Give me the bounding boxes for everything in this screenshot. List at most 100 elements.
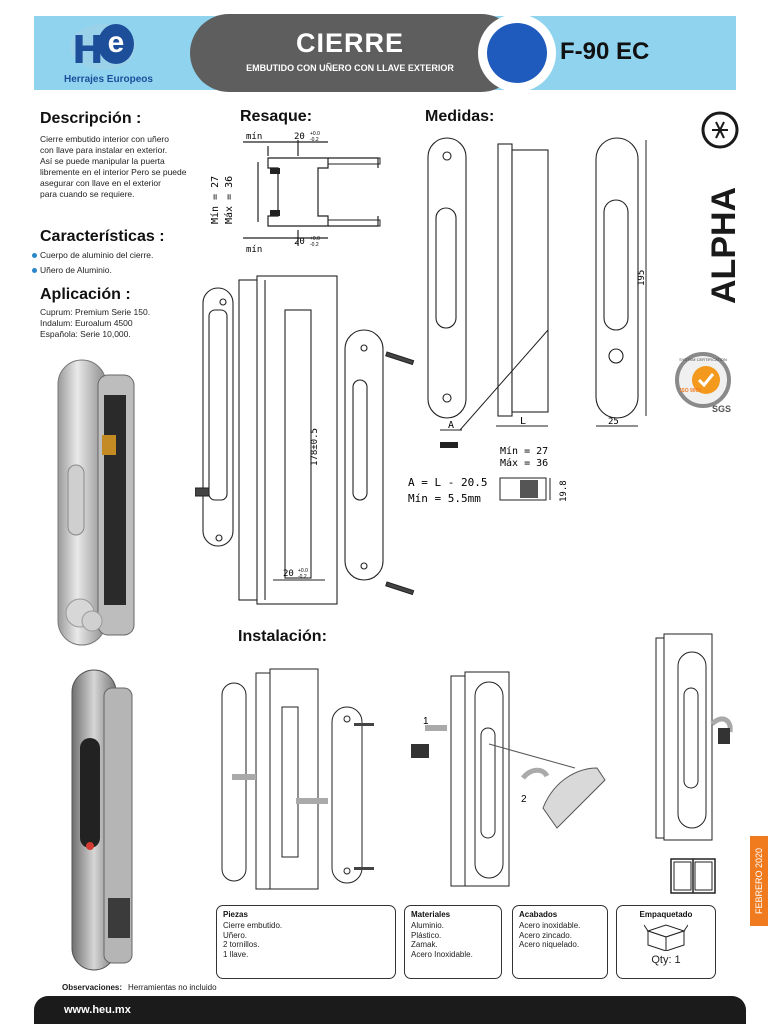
installation-step-key-drawing: 1 2 bbox=[411, 671, 606, 887]
caracteristica-text: Uñero de Aluminio. bbox=[40, 265, 112, 275]
piezas-box: Piezas Cierre embutido. Uñero. 2 tornill… bbox=[216, 905, 396, 979]
descripcion-line: Cierre embutido interior con uñero bbox=[40, 134, 169, 144]
medidas-min-27: Mín = 27 bbox=[500, 445, 548, 457]
resaque-tol-plus-top: +0.0 bbox=[310, 131, 320, 137]
medidas-dim-195: 195 bbox=[637, 270, 647, 286]
resaque-tol-plus-bottom: +0.0 bbox=[310, 236, 320, 242]
caracteristica-text: Cuerpo de aluminio del cierre. bbox=[40, 250, 154, 260]
acabados-line: Acero zincado. bbox=[519, 930, 572, 940]
header: H e Herrajes Europeos CIERRE EMBUTIDO CO… bbox=[0, 0, 768, 100]
resaque-dim-top: 20 bbox=[294, 132, 305, 142]
installation-step-final-drawing bbox=[655, 633, 733, 841]
piezas-line: Uñero. bbox=[223, 930, 248, 940]
descripcion-text: Cierre embutido interior con uñero con l… bbox=[40, 134, 186, 200]
piezas-title: Piezas bbox=[223, 910, 248, 919]
observaciones-text: Herramientas no incluido bbox=[128, 983, 217, 992]
aplicacion-line: Española: Serie 10,000. bbox=[40, 329, 131, 339]
descripcion-line: para cuando se requiere. bbox=[40, 189, 135, 199]
descripcion-line: libremente en el interior Pero se puede bbox=[40, 167, 187, 177]
sgs-certification-seal: SYSTEM CERTIFICATION ISO 9001 SGS bbox=[675, 352, 731, 414]
company-logo: H e Herrajes Europeos bbox=[44, 16, 162, 90]
piezas-line: 1 llave. bbox=[223, 949, 249, 959]
acabados-box: Acabados Acero inoxidable. Acero zincado… bbox=[512, 905, 608, 979]
resaque-dim-bottom: 20 bbox=[294, 237, 305, 247]
exploded-assembly-drawing: 20 +0.0 -0.2 178±0.5 bbox=[195, 275, 415, 605]
bullet-dot bbox=[32, 253, 37, 259]
logo-e-badge: e bbox=[98, 24, 134, 64]
assembly-tol-minus: -0.2 bbox=[298, 574, 307, 580]
date-tab bbox=[750, 836, 768, 926]
medidas-formula: A = L - 20.5 bbox=[408, 476, 487, 489]
acabados-line: Acero niquelado. bbox=[519, 940, 580, 949]
resaque-min-bottom: mín bbox=[246, 245, 262, 255]
materiales-line: Acero Inoxidable. bbox=[411, 949, 473, 959]
medidas-min-55: Mín = 5.5mm bbox=[408, 492, 481, 505]
installation-step-mount-drawing bbox=[221, 668, 374, 890]
assembly-dim-20: 20 bbox=[283, 569, 294, 579]
product-photo-closed bbox=[71, 669, 133, 971]
piezas-line: Cierre embutido. bbox=[223, 921, 283, 930]
resaque-min-27: Mín = 27 bbox=[209, 176, 221, 224]
materiales-box: Materiales Aluminio. Plástico. Zamak. Ac… bbox=[404, 905, 502, 979]
footer-bar bbox=[34, 996, 746, 1024]
caracteristica-item: Uñero de Aluminio. bbox=[32, 265, 112, 275]
resaque-max-36: Máx = 36 bbox=[223, 176, 235, 224]
acabados-title: Acabados bbox=[519, 910, 558, 919]
medidas-max-36: Máx = 36 bbox=[500, 457, 548, 469]
page-subtitle: EMBUTIDO CON UÑERO CON LLAVE EXTERIOR bbox=[246, 63, 454, 73]
assembly-dim-178: 178±0.5 bbox=[310, 428, 320, 466]
installation-step-1-label: 1 bbox=[423, 716, 429, 727]
caracteristica-item: Cuerpo de aluminio del cierre. bbox=[32, 250, 153, 260]
sgs-text: SGS bbox=[712, 404, 731, 414]
descripcion-heading: Descripción : bbox=[40, 110, 142, 127]
empaquetado-box: Empaquetado Qty: 1 bbox=[616, 905, 716, 979]
aplicacion-text: Cuprum: Premium Serie 150. Indalum: Euro… bbox=[40, 307, 150, 340]
materiales-line: Aluminio. bbox=[411, 921, 444, 930]
model-dot bbox=[487, 23, 547, 83]
logo-name: Herrajes Europeos bbox=[64, 74, 153, 85]
bullet-dot bbox=[32, 268, 37, 274]
medidas-label-l: L bbox=[520, 416, 526, 427]
sgs-ring-text: SYSTEM CERTIFICATION bbox=[679, 357, 727, 362]
aplicacion-heading: Aplicación : bbox=[40, 286, 131, 303]
observaciones-label: Observaciones: bbox=[62, 983, 123, 992]
aplicacion-line: Indalum: Euroalum 4500 bbox=[40, 318, 133, 328]
resaque-min-top: mín bbox=[246, 132, 262, 142]
materiales-line: Plástico. bbox=[411, 930, 442, 940]
alpha-brand-logo: ALPHA bbox=[701, 111, 743, 304]
sgs-iso-text: ISO 9001 bbox=[680, 388, 701, 394]
resaque-tol-minus-bottom: -0.2 bbox=[310, 242, 319, 248]
aplicacion-line: Cuprum: Premium Serie 150. bbox=[40, 307, 151, 317]
materiales-line: Zamak. bbox=[411, 940, 438, 949]
logo-letters: H bbox=[72, 28, 104, 72]
caracteristicas-heading: Características : bbox=[40, 228, 165, 245]
descripcion-line: asegurar con llave en el exterior bbox=[40, 178, 161, 188]
empaquetado-title: Empaquetado bbox=[639, 910, 693, 919]
package-box-icon bbox=[643, 924, 689, 952]
page-title: CIERRE bbox=[295, 28, 404, 58]
medidas-dim-25: 25 bbox=[608, 417, 619, 427]
product-photo-open bbox=[57, 359, 135, 646]
instalacion-heading: Instalación: bbox=[238, 628, 327, 645]
alpha-wordmark: ALPHA bbox=[705, 187, 743, 304]
medidas-label-a: A bbox=[448, 420, 454, 431]
descripcion-line: Así se puede manipular la puerta bbox=[40, 156, 165, 166]
medidas-heading: Medidas: bbox=[425, 108, 495, 125]
resaque-tol-minus-top: -0.2 bbox=[310, 137, 319, 143]
date-text: FEBRERO 2020 bbox=[754, 847, 764, 915]
footer-url[interactable]: www.heu.mx bbox=[64, 1004, 131, 1016]
empaquetado-qty: Qty: 1 bbox=[651, 954, 681, 966]
medidas-drawing: A L Mín = 27 Máx = 36 A = L - 20.5 Mín =… bbox=[408, 137, 647, 505]
resaque-heading: Resaque: bbox=[240, 108, 313, 125]
installation-step-2-label: 2 bbox=[521, 794, 527, 805]
acabados-line: Acero inoxidable. bbox=[519, 921, 581, 930]
title-pill bbox=[190, 14, 520, 92]
descripcion-line: con llave para instalar en exterior. bbox=[40, 145, 168, 155]
assembly-tol-plus: +0.0 bbox=[298, 568, 308, 574]
sliding-window-icon bbox=[670, 858, 716, 894]
piezas-line: 2 tornillos. bbox=[223, 940, 260, 949]
model-code: F-90 EC bbox=[560, 38, 650, 65]
materiales-title: Materiales bbox=[411, 910, 451, 919]
observaciones: Observaciones: Herramientas no incluido bbox=[62, 983, 217, 992]
resaque-section-drawing: mín 20 +0.0 -0.2 mín 20 +0.0 -0.2 Mín = … bbox=[209, 131, 381, 255]
